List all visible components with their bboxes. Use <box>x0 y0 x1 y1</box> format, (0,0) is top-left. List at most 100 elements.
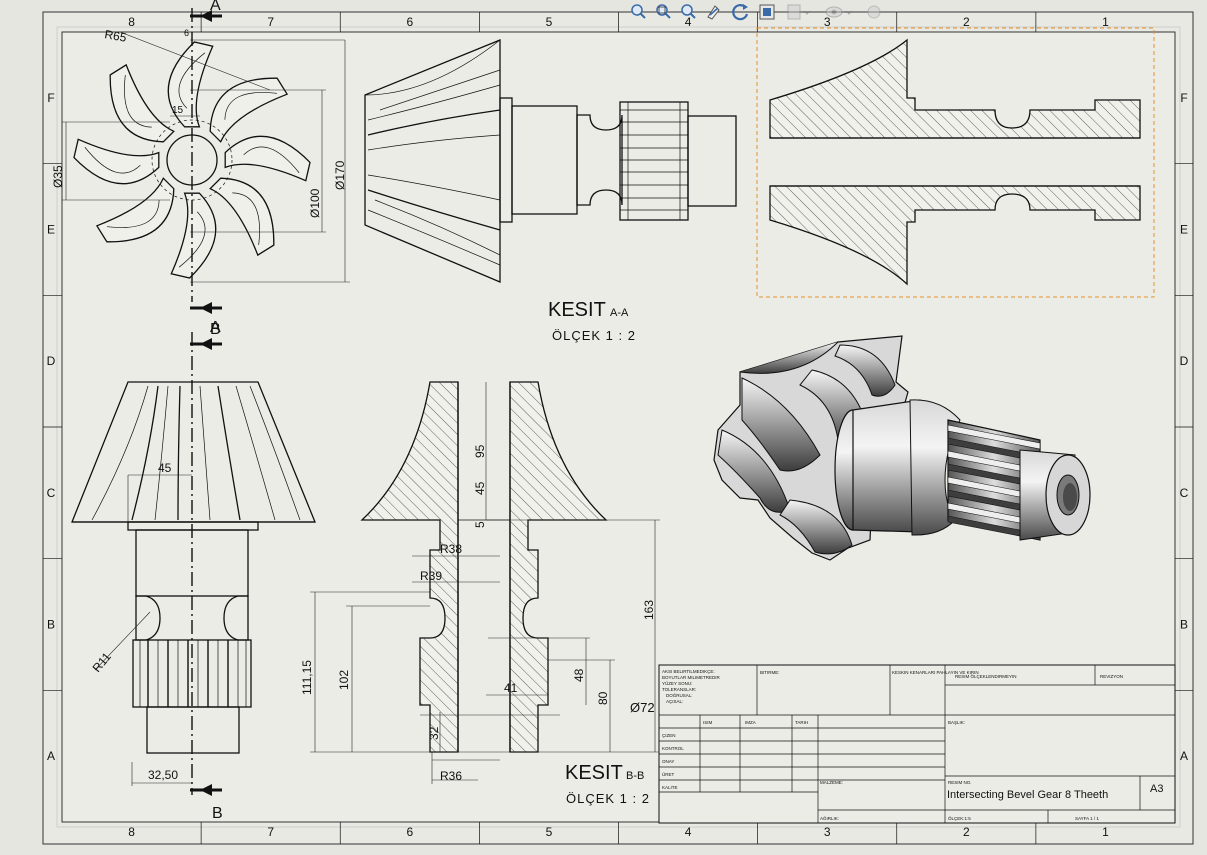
gear-lobe-edge <box>224 92 278 120</box>
view-toolbar <box>631 4 881 21</box>
section-bb-label-bottom: B <box>212 805 223 822</box>
tb-scale-label: ÖLÇEK:1:5 <box>948 815 971 821</box>
tb-role-3: ONAY <box>662 759 674 764</box>
gear-lobe <box>167 41 214 128</box>
dim-15: 15 <box>172 105 184 116</box>
dim-95: 95 <box>473 444 487 458</box>
tb-finish-label: BITIRME: <box>760 670 780 675</box>
section-view-icon[interactable] <box>759 4 775 20</box>
zone-row-label: C <box>1180 486 1189 500</box>
hide-show-icon[interactable] <box>825 6 853 18</box>
dim-45-a: 45 <box>158 461 172 475</box>
tb-note-1: AKSI BELIRTILMEDIKÇE: <box>662 669 715 674</box>
tb-deburr-label: KESKIN KENARLARI PAHLAYIN VE KIRIN <box>892 670 979 675</box>
tb-weight-label: AĞIRLIK: <box>820 815 839 821</box>
gear-lobe-edge <box>106 200 160 228</box>
section-aa-view[interactable] <box>756 27 1155 298</box>
tb-sheet-label: SAYFA 1 / 1 <box>1075 816 1099 821</box>
dim-dia72: Ø72 <box>630 700 655 715</box>
section-bb-cut-line[interactable] <box>190 332 222 796</box>
zone-row-label: A <box>1180 749 1188 763</box>
zone-row-label: F <box>47 91 54 105</box>
dim-32-50: 32,50 <box>148 768 178 782</box>
gear-lobe <box>170 192 217 279</box>
zone-column-label: 4 <box>685 825 692 839</box>
section-bb-suffix: B-B <box>626 770 644 782</box>
title-block[interactable] <box>658 664 1176 824</box>
section-bb-title: KESIT B-B ÖLÇEK 1 : 2 <box>565 762 650 806</box>
zone-column-label: 4 <box>685 15 692 29</box>
section-aa-cut-line[interactable] <box>190 8 222 314</box>
zone-column-label: 5 <box>546 825 553 839</box>
section-aa-label-top: A <box>210 0 221 14</box>
zone-column-label: 7 <box>267 15 274 29</box>
pan-icon[interactable] <box>707 5 720 20</box>
gear-lobe-edge <box>243 146 300 174</box>
dim-48: 48 <box>572 668 586 682</box>
appearance-icon[interactable] <box>867 5 881 19</box>
zone-column-label: 8 <box>128 15 135 29</box>
zone-column-label: 8 <box>128 825 135 839</box>
tb-role-5: KALITE <box>662 785 678 790</box>
zoom-to-fit-icon[interactable] <box>631 4 646 19</box>
zone-row-label: C <box>47 486 56 500</box>
zone-row-label: A <box>47 749 55 763</box>
section-bb-scale: ÖLÇEK 1 : 2 <box>566 791 650 806</box>
front-view[interactable] <box>62 31 350 283</box>
dim-dia170: Ø170 <box>333 160 347 190</box>
display-style-icon[interactable] <box>787 4 811 20</box>
zone-row-label: B <box>47 618 55 632</box>
zoom-area-icon[interactable] <box>656 4 671 19</box>
zone-row-label: F <box>1180 91 1187 105</box>
zone-column-label: 3 <box>824 15 831 29</box>
dim-r65: R65 <box>103 27 127 45</box>
zoom-in-out-icon[interactable] <box>681 4 696 19</box>
tb-note-2: BOYUTLAR MILIMETREDIR <box>662 675 721 680</box>
dim-102: 102 <box>337 670 351 690</box>
spline-tooth <box>947 424 1041 450</box>
zone-row-label: B <box>1180 618 1188 632</box>
section-aa-scale: ÖLÇEK 1 : 2 <box>552 328 636 343</box>
gear-lobe <box>109 63 175 143</box>
tb-drawing-no: Intersecting Bevel Gear 8 Theeth <box>947 789 1108 801</box>
dim-r39: R39 <box>420 569 442 583</box>
isometric-view[interactable] <box>713 335 1091 561</box>
section-bb-view[interactable] <box>310 381 660 784</box>
dim-80: 80 <box>596 691 610 705</box>
rotate-icon[interactable] <box>732 4 749 21</box>
gear-lobe-edge <box>178 211 206 268</box>
dim-dia100: Ø100 <box>308 188 322 218</box>
tb-role-4: ÜRET <box>662 771 675 777</box>
gear-lobe <box>224 135 311 182</box>
tb-material-label: MALZEME: <box>820 780 843 785</box>
tb-head-name: ISIM <box>703 720 713 725</box>
gear-lobe-edge <box>124 74 152 128</box>
gear-lobe-edge <box>178 52 206 109</box>
gear-lobe <box>73 138 160 185</box>
section-aa-title-text: KESIT <box>548 299 606 321</box>
dim-41: 41 <box>504 681 518 695</box>
zone-row-label: D <box>1180 354 1189 368</box>
dim-111-15: 111,15 <box>300 660 314 695</box>
dim-163: 163 <box>642 600 656 620</box>
gear-lobe <box>209 177 275 257</box>
zone-row-label: E <box>1180 223 1188 237</box>
tb-no-scale-label: RESIM ÖLÇEKLENDIRMEYIN <box>955 673 1017 679</box>
zone-row-label: D <box>47 354 56 368</box>
dim-r36: R36 <box>440 769 462 783</box>
side-view[interactable] <box>364 39 737 283</box>
zone-column-label: 2 <box>963 825 970 839</box>
tb-role-2: KONTROL <box>662 746 684 751</box>
tb-role-1: ÇIZEN <box>662 733 676 738</box>
zone-column-label: 3 <box>824 825 831 839</box>
dim-dia35: Ø35 <box>51 165 65 188</box>
dim-5: 5 <box>473 521 487 528</box>
dim-45-b: 45 <box>473 481 487 495</box>
gear-lobe <box>95 177 175 243</box>
gear-lobe <box>209 77 289 143</box>
